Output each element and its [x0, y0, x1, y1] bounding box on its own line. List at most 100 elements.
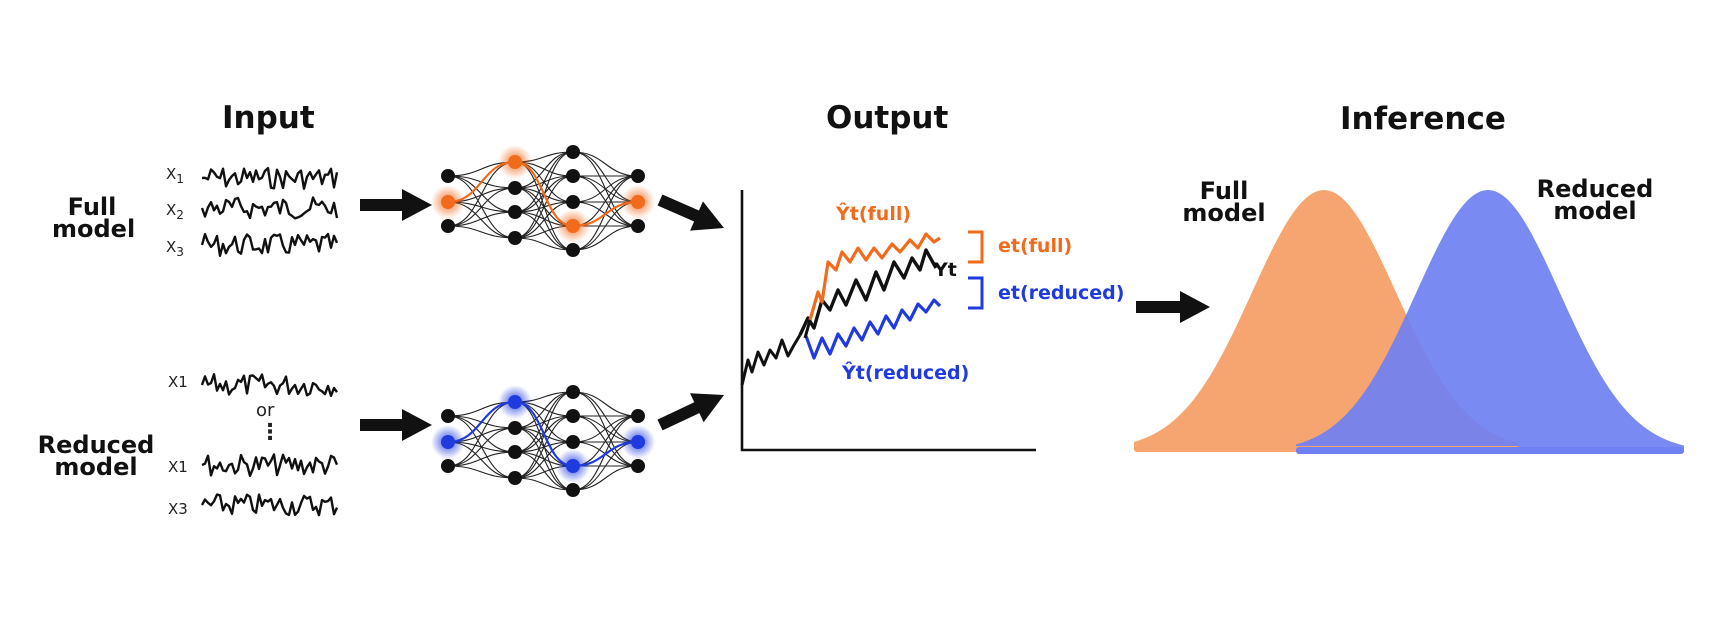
full-input-x2-label: X2: [166, 201, 184, 222]
full-net-node-1-2: [508, 205, 522, 219]
input-title: Input: [222, 100, 315, 136]
reduced-net-edge-1-2-4: [514, 451, 574, 491]
full-input-x3-label: X3: [166, 238, 184, 259]
full-model-network: [431, 145, 655, 257]
full-net-node-3-2: [631, 219, 645, 233]
full-net-node-3-1: [631, 195, 645, 209]
reduced-model-network: [431, 385, 655, 497]
full-net-edge-2-4-2: [572, 225, 639, 251]
dist-reduced-curve: [1296, 190, 1684, 452]
reduced-net-node-0-2: [441, 459, 455, 473]
pred-full-label: Ŷt(full): [836, 203, 912, 225]
reduced-net-node-3-0: [631, 409, 645, 423]
series-actual-history: [740, 334, 802, 386]
full-model-label-line2: model: [52, 215, 136, 243]
full-signal-x2: [200, 196, 339, 220]
output-plot: [740, 190, 1036, 452]
dist-reduced-label-line1: Reduced: [1536, 175, 1654, 203]
reduced-signal-x1: [201, 453, 339, 477]
full-net-edge-1-1-0: [514, 151, 574, 189]
arrow-full-output: [657, 194, 724, 231]
reduced-net-node-1-3: [508, 471, 522, 485]
full-net-node-0-2: [441, 219, 455, 233]
reduced-input-or: or: [256, 400, 275, 421]
full-net-edge-1-2-4: [514, 211, 574, 251]
reduced-signal-x3: [200, 493, 339, 517]
full-input-x2-sub: 2: [176, 208, 184, 222]
full-input-x3-base: X: [166, 238, 177, 256]
pred-reduced-label: Ŷt(reduced): [842, 362, 970, 384]
inference-title: Inference: [1340, 101, 1506, 137]
dist-reduced-label: Reduced model: [1530, 175, 1660, 225]
full-net-node-1-3: [508, 231, 522, 245]
full-net-node-2-0: [566, 145, 580, 159]
full-model-label: Full model: [52, 195, 136, 243]
error-full-label: et(full): [998, 235, 1073, 257]
reduced-net-node-1-0: [508, 395, 522, 409]
dist-full-label-line2: model: [1182, 199, 1266, 227]
dist-reduced-baseline: [1296, 447, 1684, 454]
full-signal-x3: [200, 232, 339, 257]
flow-arrows: [360, 189, 1210, 441]
full-net-node-0-0: [441, 169, 455, 183]
reduced-net-node-3-1: [631, 435, 645, 449]
full-net-edge-2-0-0: [572, 151, 639, 177]
actual-label: Yt: [934, 259, 957, 281]
reduced-model-label-line2: model: [54, 453, 138, 481]
reduced-net-edge-1-1-0: [514, 391, 574, 429]
full-net-edge-0-2-1: [447, 187, 516, 227]
reduced-net-highlight-path: [447, 400, 639, 468]
full-input-x1-label: X1: [166, 165, 184, 186]
full-input-x2-base: X: [166, 201, 177, 219]
reduced-model-label: Reduced model: [36, 431, 156, 481]
reduced-model-label-line1: Reduced: [37, 431, 155, 459]
full-net-edge-2-2-0: [572, 175, 639, 203]
full-net-edge-0-2-3: [447, 225, 516, 239]
reduced-net-node-2-2: [566, 435, 580, 449]
full-input-x1-base: X: [166, 165, 177, 183]
series-actual-join: [803, 319, 812, 339]
reduced-net-edge-0-2-1: [447, 427, 516, 467]
full-net-node-2-4: [566, 243, 580, 257]
reduced-signal-first: [200, 373, 338, 397]
full-net-node-1-1: [508, 181, 522, 195]
arrow-reduced-input: [360, 409, 432, 441]
arrow-full-input: [360, 189, 432, 221]
dist-full-label: Full model: [1174, 177, 1274, 227]
full-net-edge-1-3-4: [514, 237, 574, 251]
reduced-net-edge-2-2-0: [572, 415, 639, 443]
reduced-net-node-1-1: [508, 421, 522, 435]
full-input-x3-sub: 3: [176, 245, 184, 259]
reduced-net-edge-2-4-2: [572, 465, 639, 491]
full-net-edge-1-3-1: [514, 175, 574, 239]
series-pred-full: [808, 232, 941, 321]
dist-full-label-line1: Full: [1199, 177, 1249, 205]
reduced-net-node-0-1: [441, 435, 455, 449]
reduced-net-edge-1-3-4: [514, 477, 574, 491]
inference-distributions: [1134, 190, 1684, 454]
full-net-node-3-0: [631, 169, 645, 183]
reduced-net-node-2-3: [566, 459, 580, 473]
reduced-net-edge-2-0-0: [572, 391, 639, 417]
reduced-input-x3-label: X3: [168, 500, 188, 518]
bracket-error-full: [968, 230, 984, 264]
full-input-x1-sub: 1: [176, 172, 184, 186]
full-net-highlight-path: [447, 160, 639, 228]
bracket-error-reduced: [968, 276, 984, 310]
full-signal-x1: [201, 166, 339, 190]
reduced-net-edge-1-3-2: [514, 441, 574, 479]
reduced-net-node-0-0: [441, 409, 455, 423]
series-pred-reduced: [804, 298, 942, 360]
reduced-net-edge-1-3-1: [514, 415, 574, 479]
series-actual: [798, 248, 938, 336]
full-net-node-0-1: [441, 195, 455, 209]
reduced-net-edge-0-2-3: [447, 465, 516, 479]
reduced-net-edge-0-2-2: [447, 451, 516, 467]
full-net-edge-1-3-2: [514, 201, 574, 239]
dist-reduced-label-line2: model: [1553, 197, 1637, 225]
reduced-net-node-2-4: [566, 483, 580, 497]
reduced-net-node-2-0: [566, 385, 580, 399]
reduced-input-first-label: X1: [168, 373, 188, 391]
